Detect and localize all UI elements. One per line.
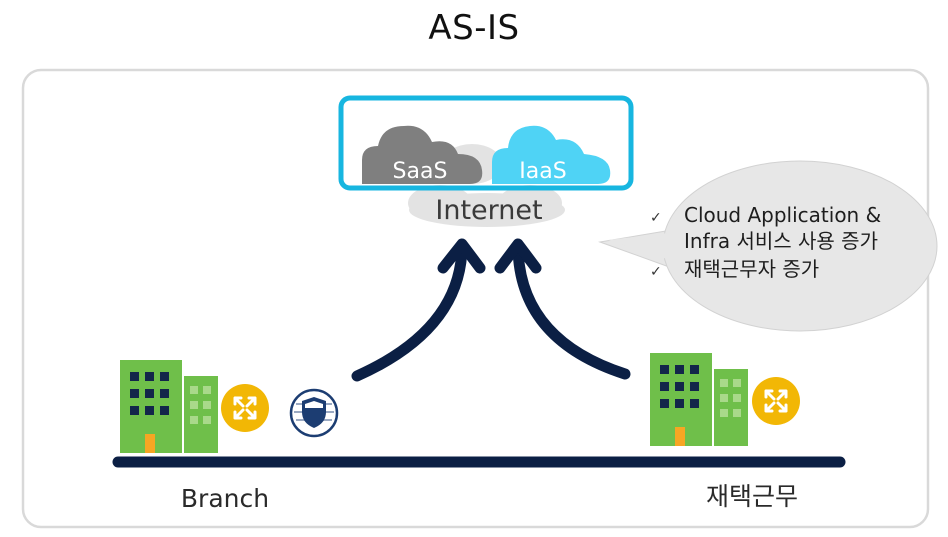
firewall-shield-icon: [289, 388, 339, 438]
page-title: AS-IS: [428, 8, 520, 48]
cloud-services-box: [338, 95, 634, 191]
callout-line-2: Infra 서비스 사용 증가: [684, 229, 878, 253]
office-building-icon: [650, 353, 748, 446]
callout-bubble: ✓ Cloud Application & Infra 서비스 사용 증가 ✓ …: [598, 160, 938, 332]
internet-label: Internet: [435, 195, 542, 226]
iaas-cloud: IaaS: [492, 125, 611, 184]
iaas-label: IaaS: [519, 159, 566, 184]
arrow-head-left: [437, 238, 486, 274]
router-arrows-icon: [221, 384, 269, 432]
saas-label: SaaS: [393, 159, 448, 184]
home-office-label: 재택근무: [706, 482, 798, 511]
router-arrows-icon: [752, 377, 800, 425]
check-icon: ✓: [650, 210, 662, 226]
check-icon: ✓: [650, 264, 662, 280]
saas-cloud: SaaS: [362, 125, 483, 184]
arrow-head-right: [494, 238, 542, 274]
traffic-arrows: [351, 238, 631, 382]
callout-line-1: Cloud Application &: [684, 203, 881, 227]
office-building-icon: [120, 360, 218, 453]
branch-label: Branch: [181, 484, 269, 513]
callout-line-3: 재택근무자 증가: [684, 257, 819, 281]
